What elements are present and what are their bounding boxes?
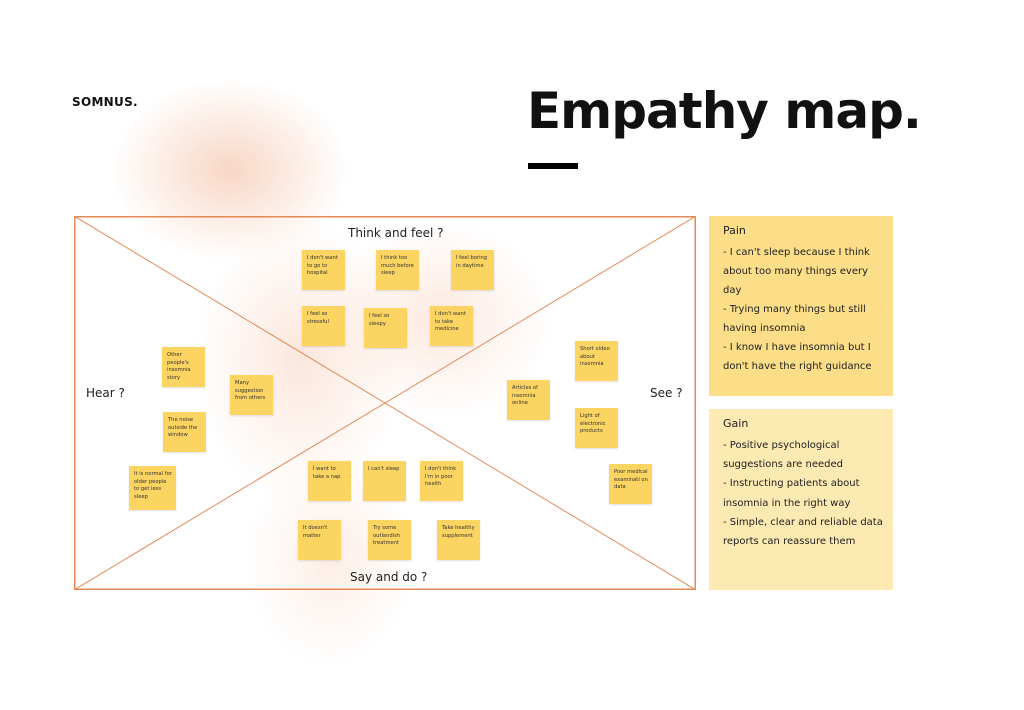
pain-list: - I can't sleep because I think about to… [723, 243, 883, 376]
sticky-note: Poor medical examinati on data [609, 464, 652, 504]
sticky-note: I don't think I'm in poor health [420, 461, 463, 501]
sticky-note: It is normal for older people to get les… [129, 466, 176, 510]
sticky-note: I don't want to go to hospital [302, 250, 345, 290]
pain-item: - I know I have insomnia but I don't hav… [723, 342, 872, 372]
gain-item: - Simple, clear and reliable data report… [723, 516, 883, 548]
map-border [74, 216, 696, 590]
map-diagonal-2 [74, 216, 696, 590]
empathy-map: Think and feel ? Hear ? See ? Say and do… [74, 216, 696, 590]
gain-item: - Positive psychological suggestions are… [723, 440, 843, 471]
sticky-note: Short video about insomnia [575, 341, 618, 381]
pain-heading: Pain [723, 224, 746, 237]
sticky-note: It doesn't matter [298, 520, 341, 560]
hear-label: Hear ? [86, 386, 125, 400]
sticky-note: I can't sleep [363, 461, 406, 501]
sticky-note: The noise outside the window [163, 412, 206, 452]
sticky-note: I think too much before sleep [376, 250, 419, 290]
sticky-note: Try some outlandish treatment [368, 520, 411, 560]
say-do-label: Say and do ? [350, 570, 428, 584]
sticky-note: I want to take a nap [308, 461, 351, 501]
sticky-note: Light of electronic products [575, 408, 618, 448]
gain-heading: Gain [723, 417, 749, 430]
sticky-note: Many suggestion from others [230, 375, 273, 415]
sticky-note: I don't want to take medicine [430, 306, 473, 346]
gain-item: - Instructing patients about insomnia in… [723, 478, 860, 509]
page-title: Empathy map. [527, 82, 922, 140]
gain-panel: Gain - Positive psychological suggestion… [709, 409, 893, 590]
brand-logo: SOMNUS. [72, 95, 138, 109]
think-feel-label: Think and feel ? [348, 226, 444, 240]
pain-item: - Trying many things but still having in… [723, 304, 866, 334]
sticky-note: I feel boring in daytime [451, 250, 494, 290]
sticky-note: Take healthy supplement [437, 520, 480, 560]
pain-item: - I can't sleep because I think about to… [723, 247, 870, 296]
see-label: See ? [650, 386, 683, 400]
sticky-note: I feel so stressful [302, 306, 345, 346]
sticky-note: I feel so sleepy [364, 308, 407, 348]
title-underline [528, 163, 578, 169]
pain-panel: Pain - I can't sleep because I think abo… [709, 216, 893, 396]
sticky-note: Other people's insomnia story [162, 347, 205, 387]
sticky-note: Articles of insomnia online [507, 380, 550, 420]
map-frame-lines [74, 216, 696, 590]
gain-list: - Positive psychological suggestions are… [723, 436, 883, 551]
